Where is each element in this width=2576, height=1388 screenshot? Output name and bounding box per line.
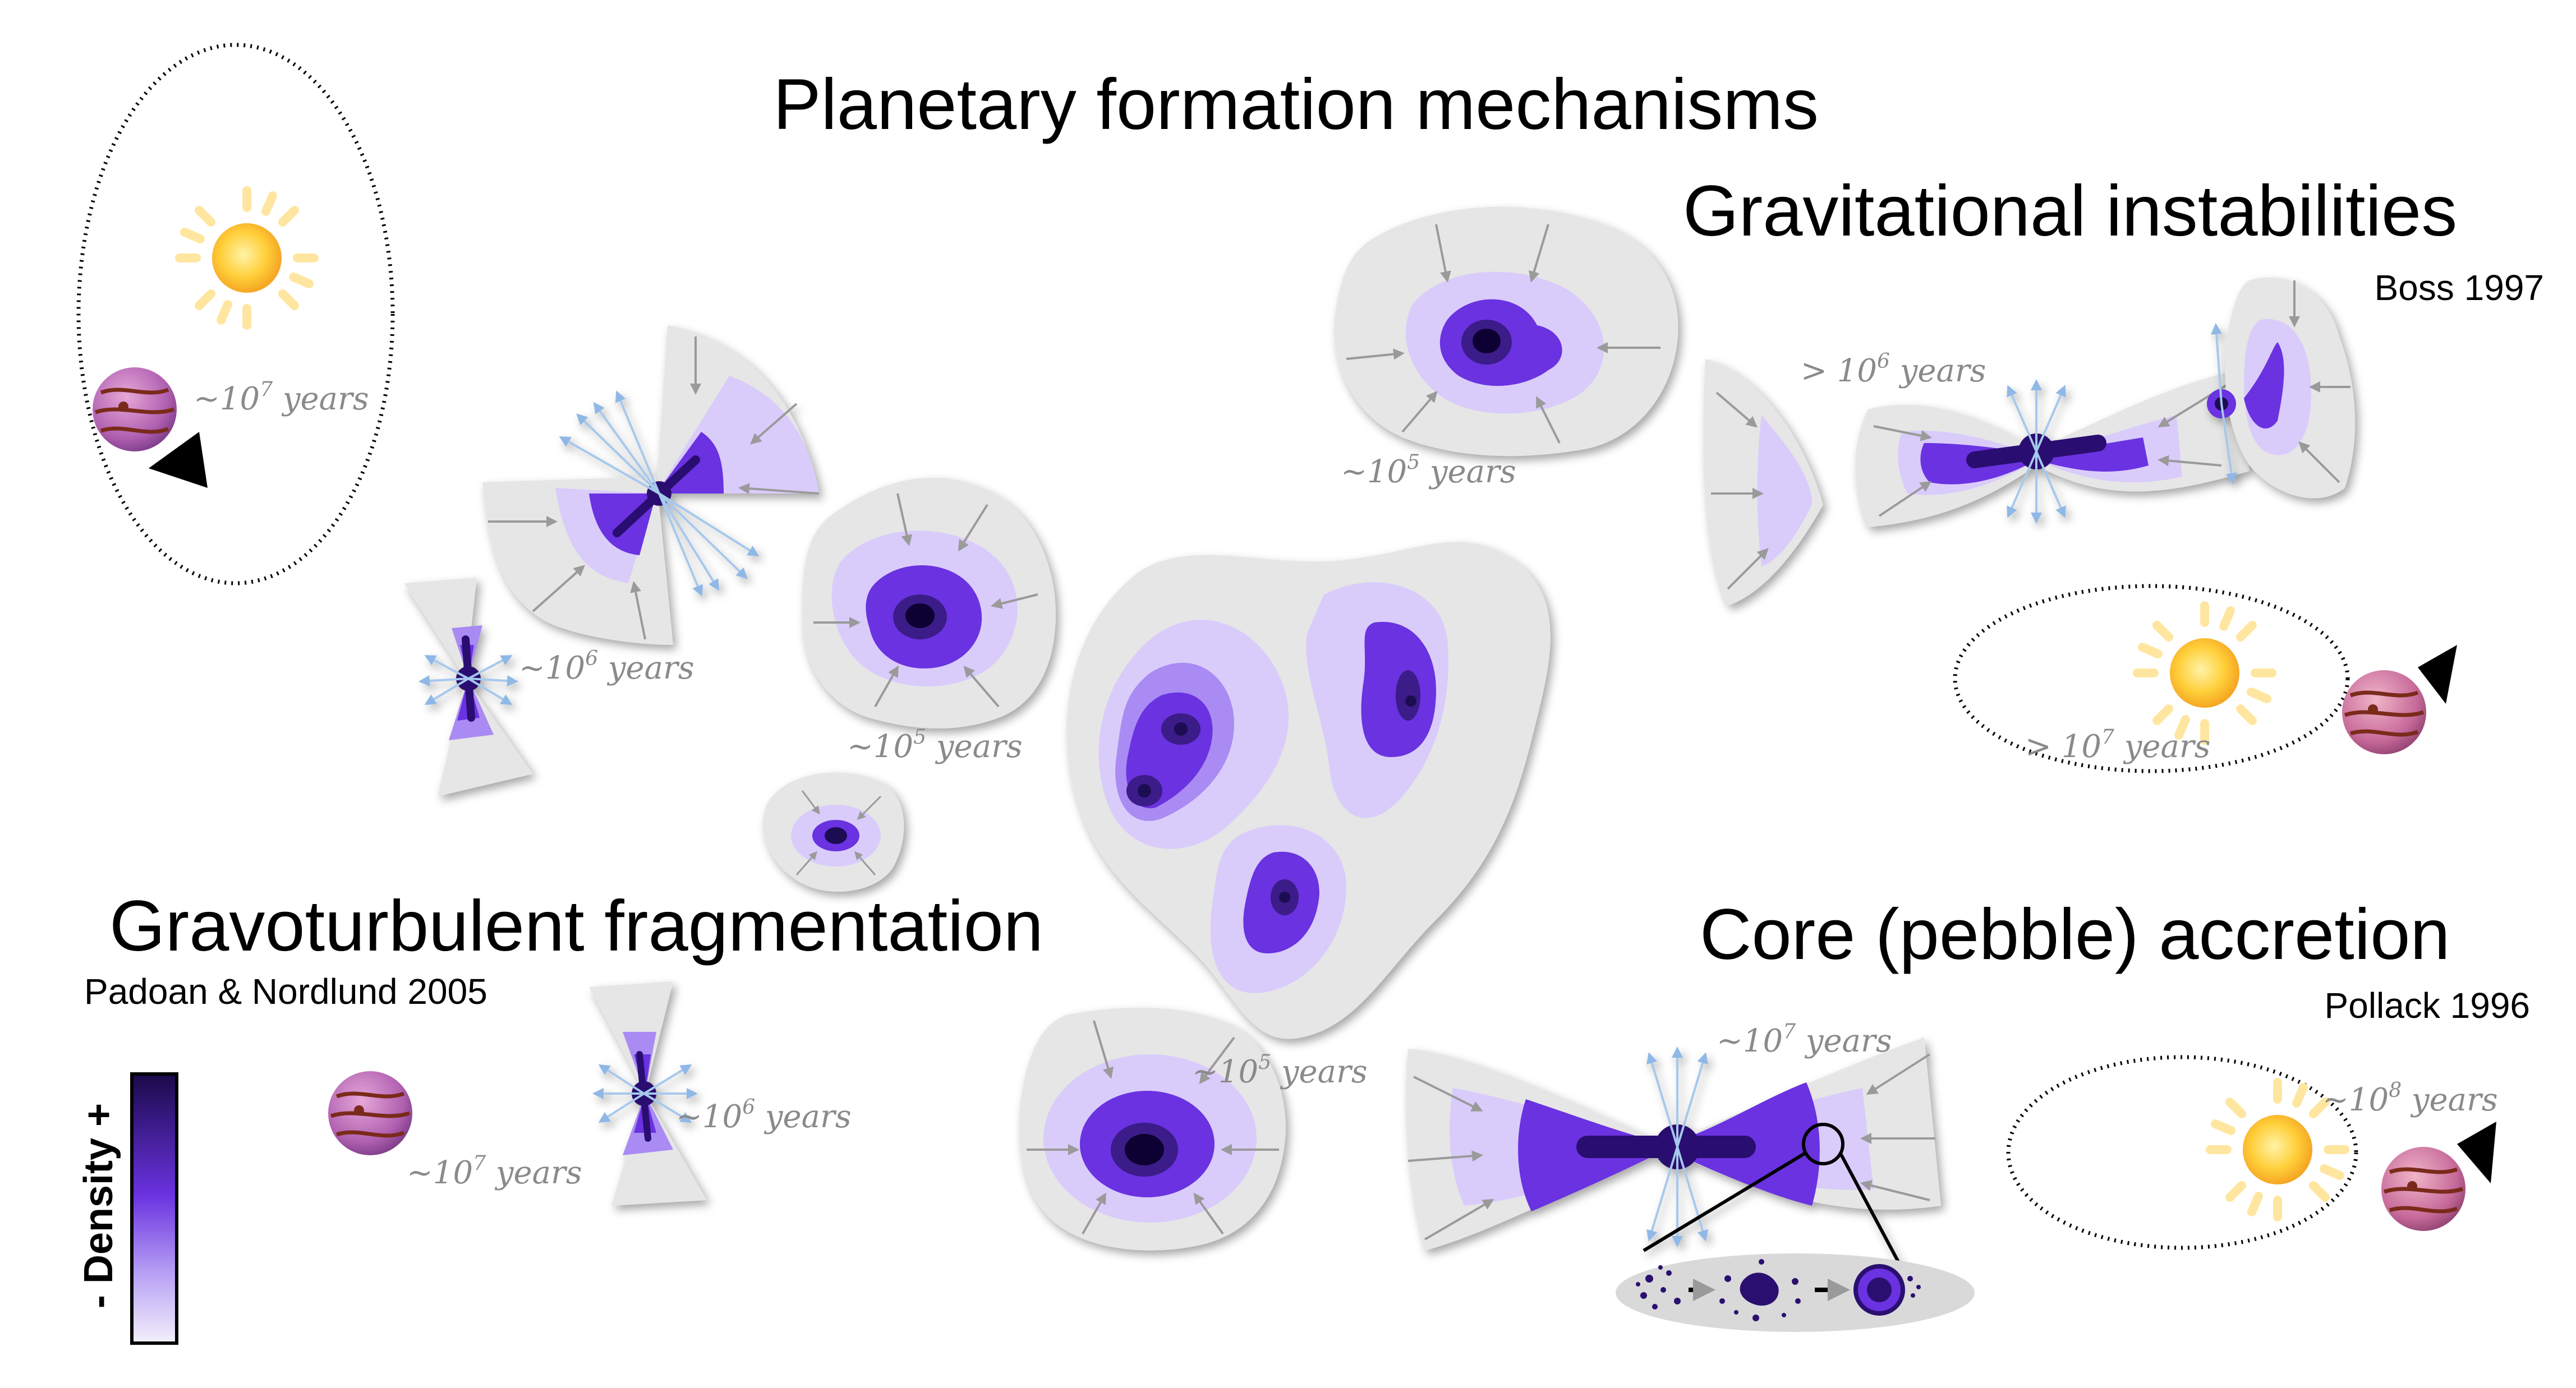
timescale-label: > 106 years xyxy=(1801,350,1986,389)
timescale-label: ~107 years xyxy=(1717,1020,1892,1059)
gravoturbulent-protostar-cone xyxy=(404,578,533,796)
density-colorbar: - Density + xyxy=(76,1072,178,1345)
gravoturbulent-final-planet xyxy=(328,1071,412,1155)
timescale-label: > 107 years xyxy=(2025,726,2210,765)
timescale-label: ~105 years xyxy=(1341,451,1516,490)
density-colorbar-label: - Density + xyxy=(76,1103,121,1308)
section-title-gravitational: Gravitational instabilities xyxy=(1683,171,2457,251)
system-core-accretion xyxy=(2006,1055,2496,1250)
timescale-label: ~107 years xyxy=(407,1152,582,1191)
section-title-core-accretion: Core (pebble) accretion xyxy=(1700,894,2450,975)
gi-disk-fragmentation xyxy=(1855,370,2250,527)
timescale-label: ~106 years xyxy=(519,647,694,686)
gravoturbulent-protostar-fan xyxy=(482,325,820,645)
central-molecular-cloud xyxy=(1066,542,1551,1039)
gravoturbulent-young-star xyxy=(589,981,707,1206)
main-title: Planetary formation mechanisms xyxy=(773,64,1819,145)
timescale-label: ~105 years xyxy=(847,726,1023,765)
reference-pollack: Pollack 1996 xyxy=(2325,985,2530,1026)
gravoturbulent-core-large xyxy=(802,477,1056,728)
timescale-label: ~107 years xyxy=(194,378,369,417)
system-gravitational xyxy=(1953,584,2457,773)
pebble-accretion-inset xyxy=(1616,1253,1975,1332)
timescale-label: ~108 years xyxy=(2322,1079,2498,1118)
collapsing-core-bottom xyxy=(1019,1007,1286,1251)
gi-fragment-clump xyxy=(2207,277,2356,499)
gi-infalling-envelope xyxy=(1703,359,1823,606)
reference-boss: Boss 1997 xyxy=(2375,268,2544,308)
core-accretion-disk xyxy=(1406,1037,1941,1280)
reference-padoan: Padoan & Nordlund 2005 xyxy=(84,971,487,1012)
system-gravoturbulent xyxy=(76,43,395,585)
gi-collapsing-cloud xyxy=(1334,206,1678,456)
section-title-gravoturbulent: Gravoturbulent fragmentation xyxy=(109,886,1043,966)
gravoturbulent-core-small xyxy=(763,772,904,892)
timescale-label: ~105 years xyxy=(1192,1051,1368,1090)
timescale-label: ~106 years xyxy=(676,1096,852,1135)
